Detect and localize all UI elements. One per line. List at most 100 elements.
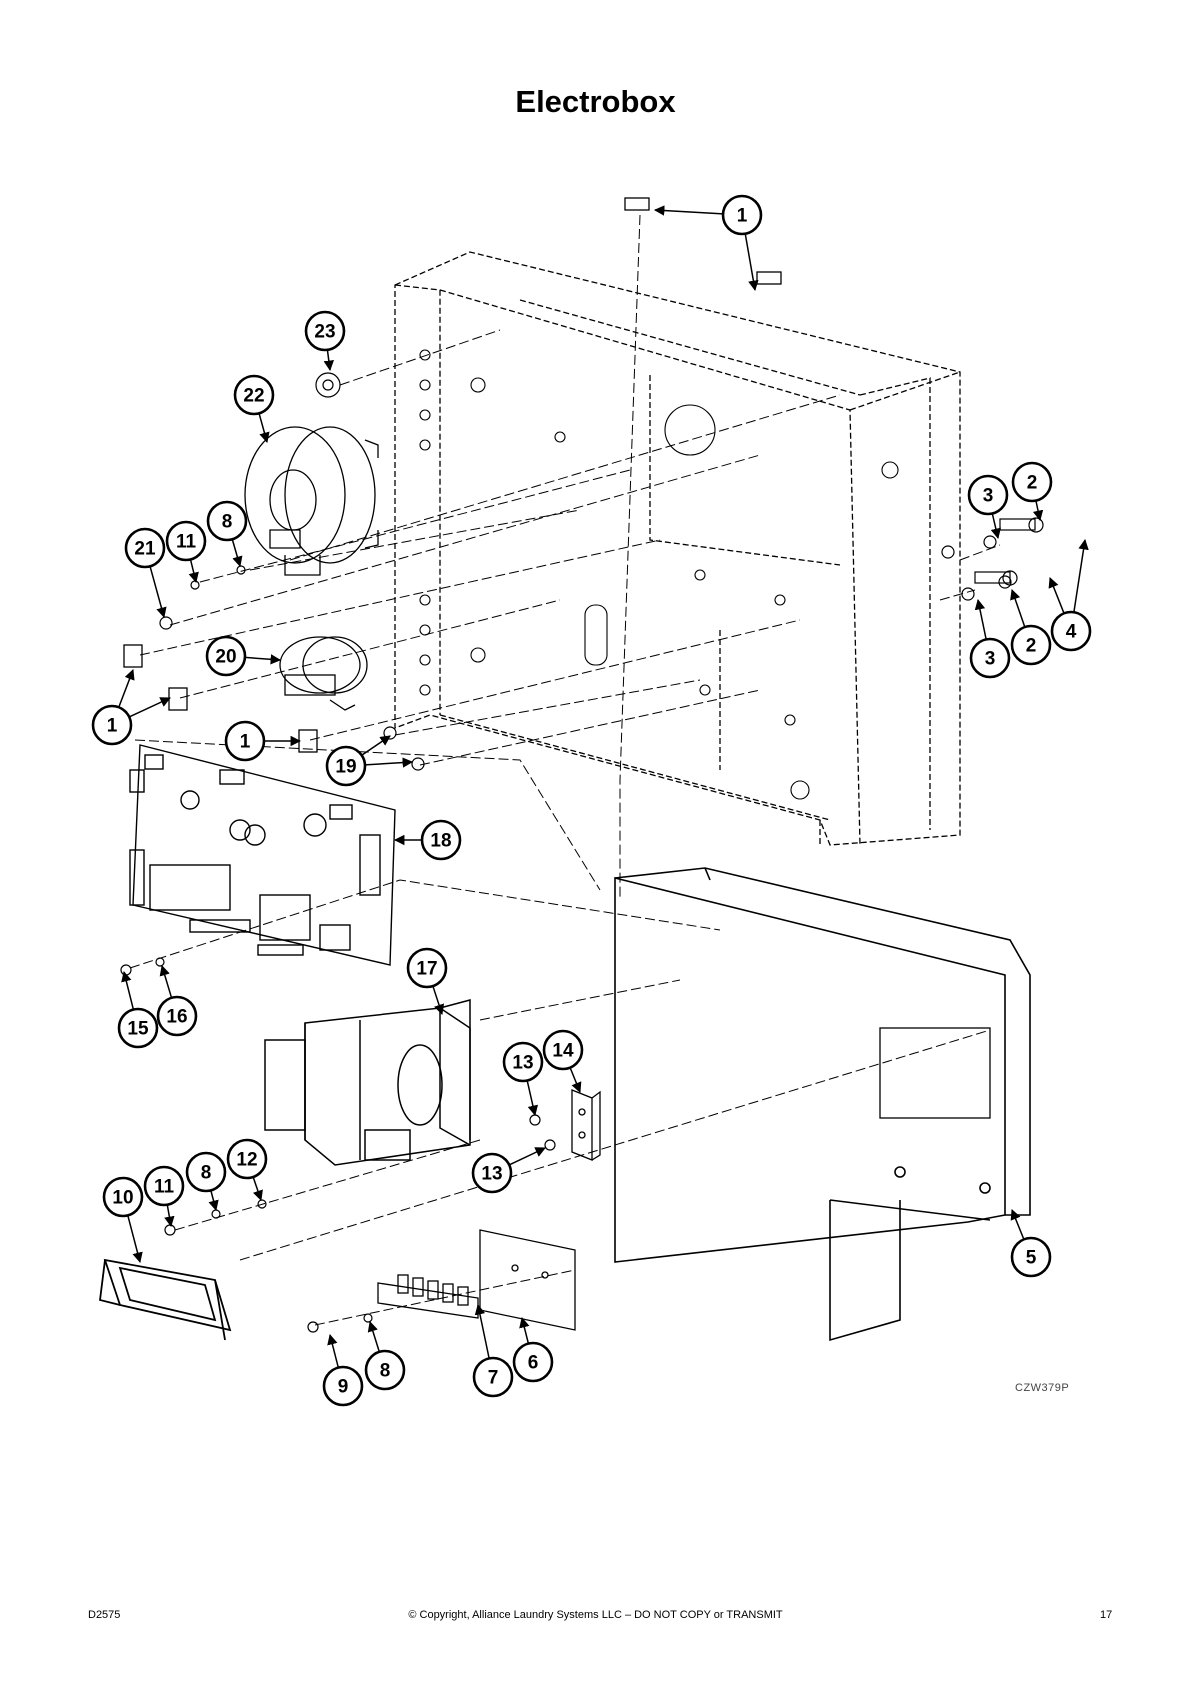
callout-label: 8 xyxy=(222,512,233,533)
callout-leader-21 xyxy=(149,566,167,619)
callout-leader-9 xyxy=(327,1333,340,1368)
callout-label: 3 xyxy=(983,486,994,507)
pressure-switch-large xyxy=(244,426,379,576)
callout-leader-22 xyxy=(258,413,270,444)
callout-circle xyxy=(304,310,346,352)
callout-21: 21 xyxy=(124,527,166,569)
callout-circle xyxy=(406,947,448,989)
callout-layer: 1112233456788891011111213131415161718192… xyxy=(91,194,1092,1407)
callout-17: 17 xyxy=(406,947,448,989)
callout-circle xyxy=(156,995,198,1037)
callout-circle xyxy=(1011,461,1053,503)
callout-circle xyxy=(420,819,462,861)
callout-11: 11 xyxy=(143,1165,185,1207)
callout-leader-1 xyxy=(744,233,759,292)
callout-circle xyxy=(91,704,133,746)
callout-leader-11 xyxy=(164,1204,175,1228)
callout-leader-17 xyxy=(432,985,445,1015)
terminal-block xyxy=(377,1274,479,1319)
callout-5: 5 xyxy=(1010,1236,1052,1278)
callout-circle xyxy=(233,374,275,416)
cable-clips xyxy=(123,197,782,753)
callout-label: 10 xyxy=(112,1188,133,1209)
callout-leader-19 xyxy=(361,735,391,756)
callout-leader-16 xyxy=(159,964,173,999)
callout-label: 13 xyxy=(481,1164,502,1185)
callout-label: 11 xyxy=(154,1177,175,1198)
callout-leader-13 xyxy=(526,1080,539,1117)
callout-leader-13 xyxy=(508,1147,546,1166)
callout-circle xyxy=(471,1152,513,1194)
callout-label: 8 xyxy=(380,1361,391,1382)
callout-circle xyxy=(967,474,1009,516)
callout-8: 8 xyxy=(185,1151,227,1193)
callout-leader-19 xyxy=(364,757,414,768)
callout-label: 11 xyxy=(176,532,197,553)
callout-circle xyxy=(102,1176,144,1218)
callout-leader-1 xyxy=(653,205,724,216)
callout-label: 6 xyxy=(528,1353,539,1374)
callout-label: 3 xyxy=(985,649,996,670)
callout-label: 7 xyxy=(488,1368,499,1389)
electrobox-housing xyxy=(394,251,961,846)
callout-label: 12 xyxy=(236,1150,257,1171)
callout-label: 4 xyxy=(1066,622,1077,643)
callout-14: 14 xyxy=(542,1029,584,1071)
callout-9: 9 xyxy=(322,1365,364,1407)
hinge xyxy=(571,1089,601,1161)
transformer xyxy=(264,999,471,1166)
callout-label: 17 xyxy=(416,959,437,980)
callout-label: 1 xyxy=(107,716,118,737)
callout-leader-8 xyxy=(231,539,243,568)
callout-label: 5 xyxy=(1026,1248,1037,1269)
callout-circle xyxy=(721,194,763,236)
callout-leader-3 xyxy=(974,598,987,640)
callout-1: 1 xyxy=(224,720,266,762)
callout-circle xyxy=(969,637,1011,679)
callout-circle xyxy=(502,1041,544,1083)
callout-circle xyxy=(1050,610,1092,652)
callout-13: 13 xyxy=(471,1152,513,1194)
callout-label: 22 xyxy=(243,386,264,407)
callout-leader-3 xyxy=(990,513,1001,540)
callout-circle xyxy=(1010,1236,1052,1278)
footer-page-number: 17 xyxy=(1100,1609,1113,1621)
callout-leader-2 xyxy=(1032,500,1044,522)
callout-4: 4 xyxy=(1050,610,1092,652)
callout-20: 20 xyxy=(205,635,247,677)
callout-circle xyxy=(124,527,166,569)
callout-1: 1 xyxy=(91,704,133,746)
drawing-code: CZW379P xyxy=(1015,1382,1070,1394)
pressure-switch-small xyxy=(279,636,368,711)
callout-leader-1 xyxy=(118,669,135,708)
callout-label: 20 xyxy=(215,647,236,668)
callout-leaders xyxy=(118,205,1089,1368)
callout-11: 11 xyxy=(165,520,207,562)
callout-circle xyxy=(185,1151,227,1193)
callout-label: 19 xyxy=(335,757,356,778)
callout-label: 2 xyxy=(1027,473,1038,494)
callout-8: 8 xyxy=(206,500,248,542)
callout-15: 15 xyxy=(117,1007,159,1049)
callout-circle xyxy=(226,1138,268,1180)
callout-leader-7 xyxy=(474,1303,490,1359)
mounting-plate xyxy=(479,1229,576,1331)
callout-circle xyxy=(205,635,247,677)
callout-2: 2 xyxy=(1010,624,1052,666)
callout-label: 9 xyxy=(338,1377,349,1398)
callout-leader-6 xyxy=(519,1316,530,1344)
callout-circle xyxy=(542,1029,584,1071)
callout-circle xyxy=(117,1007,159,1049)
callout-23: 23 xyxy=(304,310,346,352)
callout-label: 13 xyxy=(512,1053,533,1074)
callout-label: 23 xyxy=(314,322,335,343)
callout-22: 22 xyxy=(233,374,275,416)
callout-circle xyxy=(206,500,248,542)
footer-doc-id: D2575 xyxy=(88,1609,121,1621)
callout-leader-8 xyxy=(208,1190,219,1212)
callout-label: 2 xyxy=(1026,636,1037,657)
callout-19: 19 xyxy=(325,745,367,787)
callout-1: 1 xyxy=(721,194,763,236)
fasteners xyxy=(120,372,1044,1333)
